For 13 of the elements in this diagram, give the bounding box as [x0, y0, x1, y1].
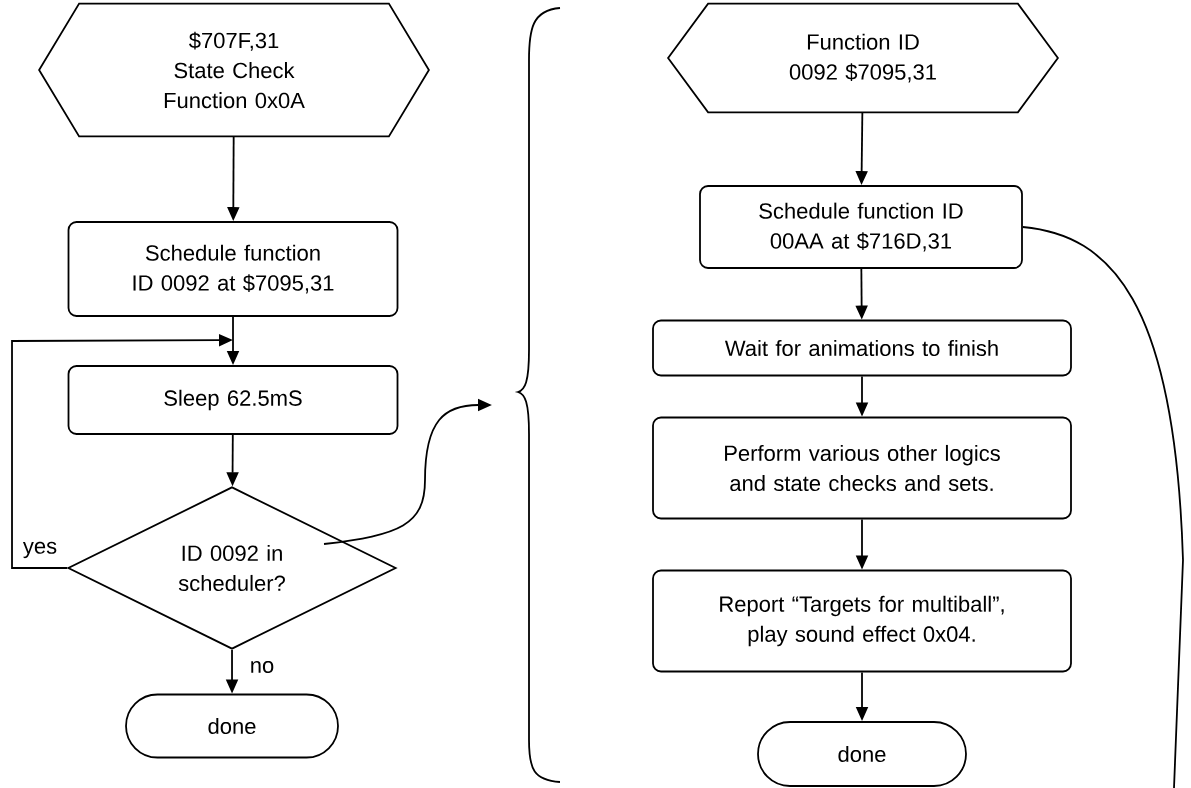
- process-box: Perform various other logics and state checks and sets.: [652, 416, 1072, 520]
- process-box: Report “Targets for multiball”, play sound effect 0x04.: [652, 569, 1072, 673]
- hexagon-box: Function ID 0092 $7095,31: [667, 2, 1059, 114]
- process-box: Sleep 62.5mS: [67, 365, 399, 435]
- terminator-box: done: [757, 721, 967, 787]
- edge-label: no: [251, 661, 274, 674]
- hexagon-box: $707F,31 State Check Function 0x0A: [38, 2, 430, 138]
- process-box: Wait for animations to finish: [652, 319, 1072, 377]
- terminator-box: done: [125, 693, 339, 759]
- process-box: Schedule function ID 00AA at $716D,31: [699, 185, 1023, 269]
- curved-line: [1022, 226, 1184, 788]
- process-box: Schedule function ID 0092 at $7095,31: [67, 221, 399, 317]
- edge-label: yes: [22, 541, 57, 559]
